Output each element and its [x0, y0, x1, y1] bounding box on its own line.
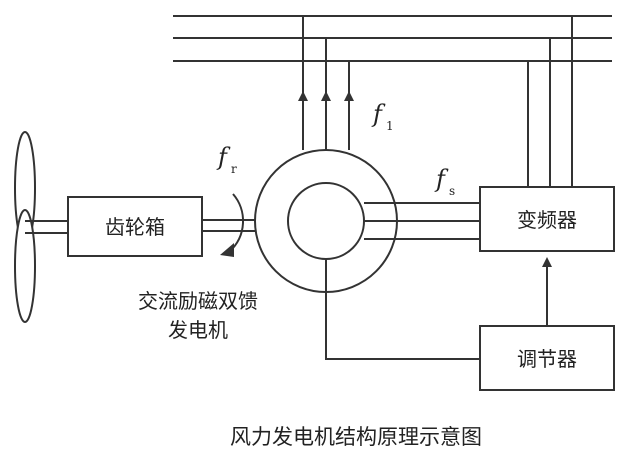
converter-feeders	[527, 16, 573, 187]
fr-symbol: f	[216, 143, 231, 171]
converter-block	[479, 186, 615, 252]
rotation-arrow-icon	[228, 193, 245, 253]
generator-label-line1: 交流励磁双馈	[138, 289, 258, 313]
fr-subscript: r	[231, 162, 237, 176]
converter-label: 变频器	[517, 208, 577, 232]
generator-label-line2: 发电机	[168, 318, 228, 342]
diagram-caption: 风力发电机结构原理示意图	[230, 425, 482, 449]
regulator-label: 调节器	[517, 347, 577, 371]
fs-subscript: s	[449, 184, 455, 198]
fs-symbol: f	[434, 165, 449, 193]
rotor-to-converter-lines	[364, 202, 480, 240]
f1-subscript: 1	[386, 119, 394, 133]
stator-feeders	[298, 16, 354, 150]
f1-symbol: f	[371, 100, 386, 128]
grid-bus	[173, 15, 612, 62]
rotor-feedback-line	[325, 259, 480, 360]
gearbox-block	[67, 196, 203, 257]
rotation-arrowhead	[220, 243, 234, 257]
blade-lower	[14, 209, 36, 323]
turbine-blades-icon	[14, 131, 36, 323]
generator-rotor	[287, 182, 365, 260]
regulator-block	[479, 325, 615, 391]
gearbox-label: 齿轮箱	[105, 215, 165, 239]
